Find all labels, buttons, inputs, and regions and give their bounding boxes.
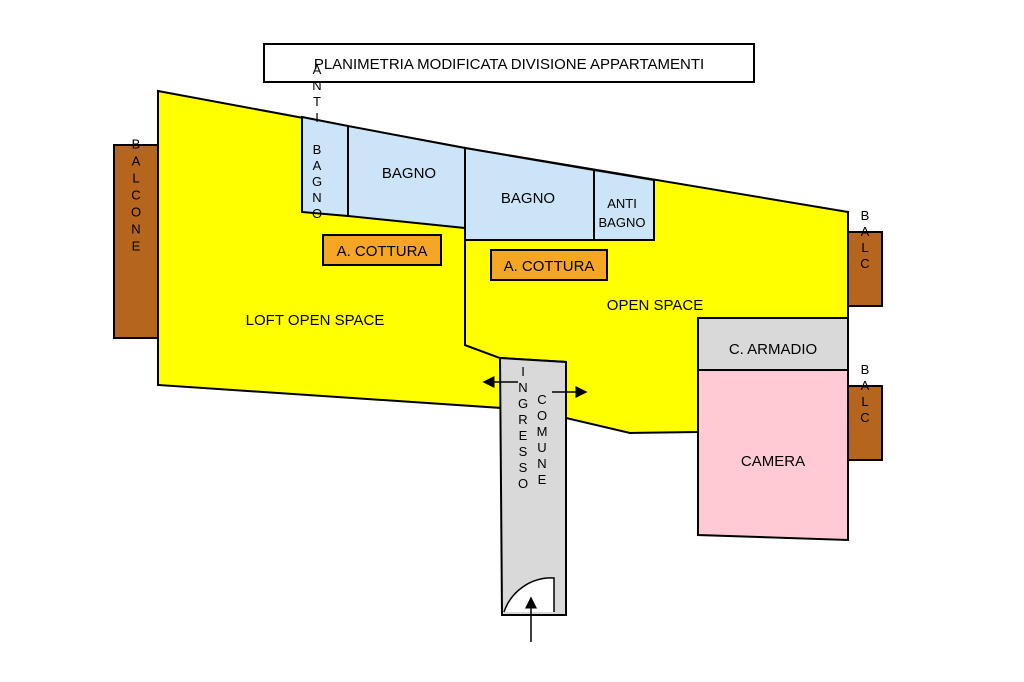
ingresso-label: INGRESSO xyxy=(516,364,531,492)
antibagno-left-label: ANTI BAGNO xyxy=(310,62,325,222)
balc-right-top-label: BALC xyxy=(858,208,873,272)
ingresso-comune-corridor xyxy=(498,356,567,616)
antibagno-left-text: ANTI BAGNO xyxy=(310,62,325,222)
armadio-room xyxy=(697,317,849,371)
cottura-left-tag xyxy=(322,234,442,266)
antibagno-right-line2: BAGNO xyxy=(599,215,646,230)
entrance-door-swing xyxy=(503,577,555,613)
bagno-right-label: BAGNO xyxy=(501,190,555,207)
comune-label: COMUNE xyxy=(535,392,550,488)
cottura-right-tag xyxy=(490,249,608,281)
cottura-right-label: A. COTTURA xyxy=(504,258,595,275)
balc-right-bottom xyxy=(847,385,883,461)
camera-room xyxy=(697,369,849,542)
armadio-label: C. ARMADIO xyxy=(729,341,817,358)
cottura-left-label: A. COTTURA xyxy=(337,243,428,260)
balc-right-top xyxy=(847,231,883,307)
antibagno-right-room xyxy=(593,168,655,241)
plan-title: PLANIMETRIA MODIFICATA DIVISIONE APPARTA… xyxy=(314,56,704,73)
balc-right-bottom-label: BALC xyxy=(858,362,873,426)
camera-label: CAMERA xyxy=(741,453,805,470)
antibagno-right-line1: ANTI xyxy=(607,196,637,211)
balcone-left xyxy=(113,144,159,339)
loft-open-space-label: LOFT OPEN SPACE xyxy=(246,312,385,329)
open-space-label: OPEN SPACE xyxy=(607,297,703,314)
title-box xyxy=(263,43,755,83)
bagno-left-label: BAGNO xyxy=(382,165,436,182)
balcone-left-label: BALCONE xyxy=(129,137,144,256)
